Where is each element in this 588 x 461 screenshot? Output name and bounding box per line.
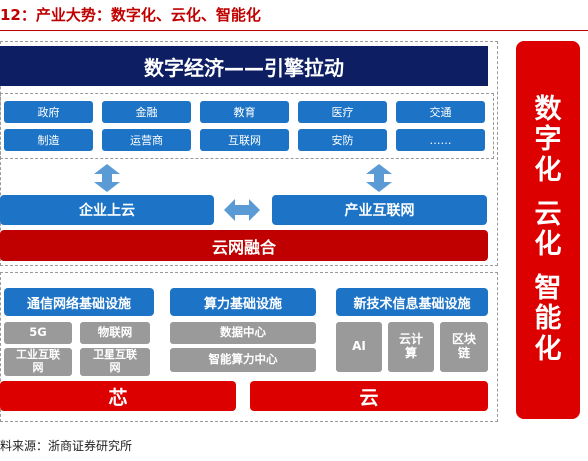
industry-more: ……	[396, 129, 485, 151]
telecom-item-satellite-internet-label: 卫星互联网	[93, 348, 137, 374]
industry-education: 教育	[200, 101, 289, 123]
industry-operator: 运营商	[102, 129, 191, 151]
side-trend-intelligentization: 智能化	[534, 273, 562, 365]
industry-internet: 互联网	[200, 129, 289, 151]
infrastructure-frame	[0, 272, 498, 422]
side-trend-cloudification: 云化	[534, 198, 562, 260]
cloud-network-fusion-bar: 云网融合	[0, 230, 488, 261]
telecom-item-5g: 5G	[4, 322, 72, 344]
enterprise-cloud-box: 企业上云	[0, 195, 214, 225]
cloud-bar: 云	[250, 381, 488, 411]
newtech-item-cloud-computing: 云计算	[388, 322, 434, 372]
telecom-item-industrial-internet: 工业互联网	[4, 348, 72, 376]
industry-finance: 金融	[102, 101, 191, 123]
compute-item-data-center: 数据中心	[170, 322, 316, 344]
chip-bar: 芯	[0, 381, 236, 411]
newtech-item-ai: AI	[336, 322, 382, 372]
industry-healthcare: 医疗	[298, 101, 387, 123]
compute-item-ai-compute-center: 智能算力中心	[170, 348, 316, 372]
newtech-infrastructure-header: 新技术信息基础设施	[336, 288, 488, 316]
title-divider	[0, 30, 588, 31]
double-arrow-horizontal-icon	[224, 199, 260, 221]
newtech-item-blockchain: 区块链	[440, 322, 488, 372]
newtech-item-blockchain-label: 区块链	[451, 332, 476, 360]
compute-infrastructure-header: 算力基础设施	[170, 288, 316, 316]
telecom-infrastructure-header: 通信网络基础设施	[4, 288, 154, 316]
industry-government: 政府	[4, 101, 93, 123]
industrial-internet-box: 产业互联网	[272, 195, 487, 225]
telecom-item-iot: 物联网	[80, 322, 150, 344]
industries-frame	[0, 93, 494, 159]
side-panel-trends: 数字化 云化 智能化	[516, 41, 580, 419]
telecom-item-satellite-internet: 卫星互联网	[80, 348, 150, 376]
newtech-item-cloud-computing-label: 云计算	[398, 332, 423, 360]
double-arrow-vertical-icon	[94, 164, 120, 192]
side-trend-digitalization: 数字化	[534, 94, 562, 186]
industry-security: 安防	[298, 129, 387, 151]
top-banner: 数字经济——引擎拉动	[0, 46, 488, 86]
industry-manufacturing: 制造	[4, 129, 93, 151]
double-arrow-vertical-icon	[366, 164, 392, 192]
industry-transport: 交通	[396, 101, 485, 123]
source-note: 料来源：浙商证券研究所	[0, 439, 133, 453]
figure-title: 12：产业大势：数字化、云化、智能化	[0, 6, 261, 24]
telecom-item-industrial-internet-label: 工业互联网	[16, 348, 60, 374]
